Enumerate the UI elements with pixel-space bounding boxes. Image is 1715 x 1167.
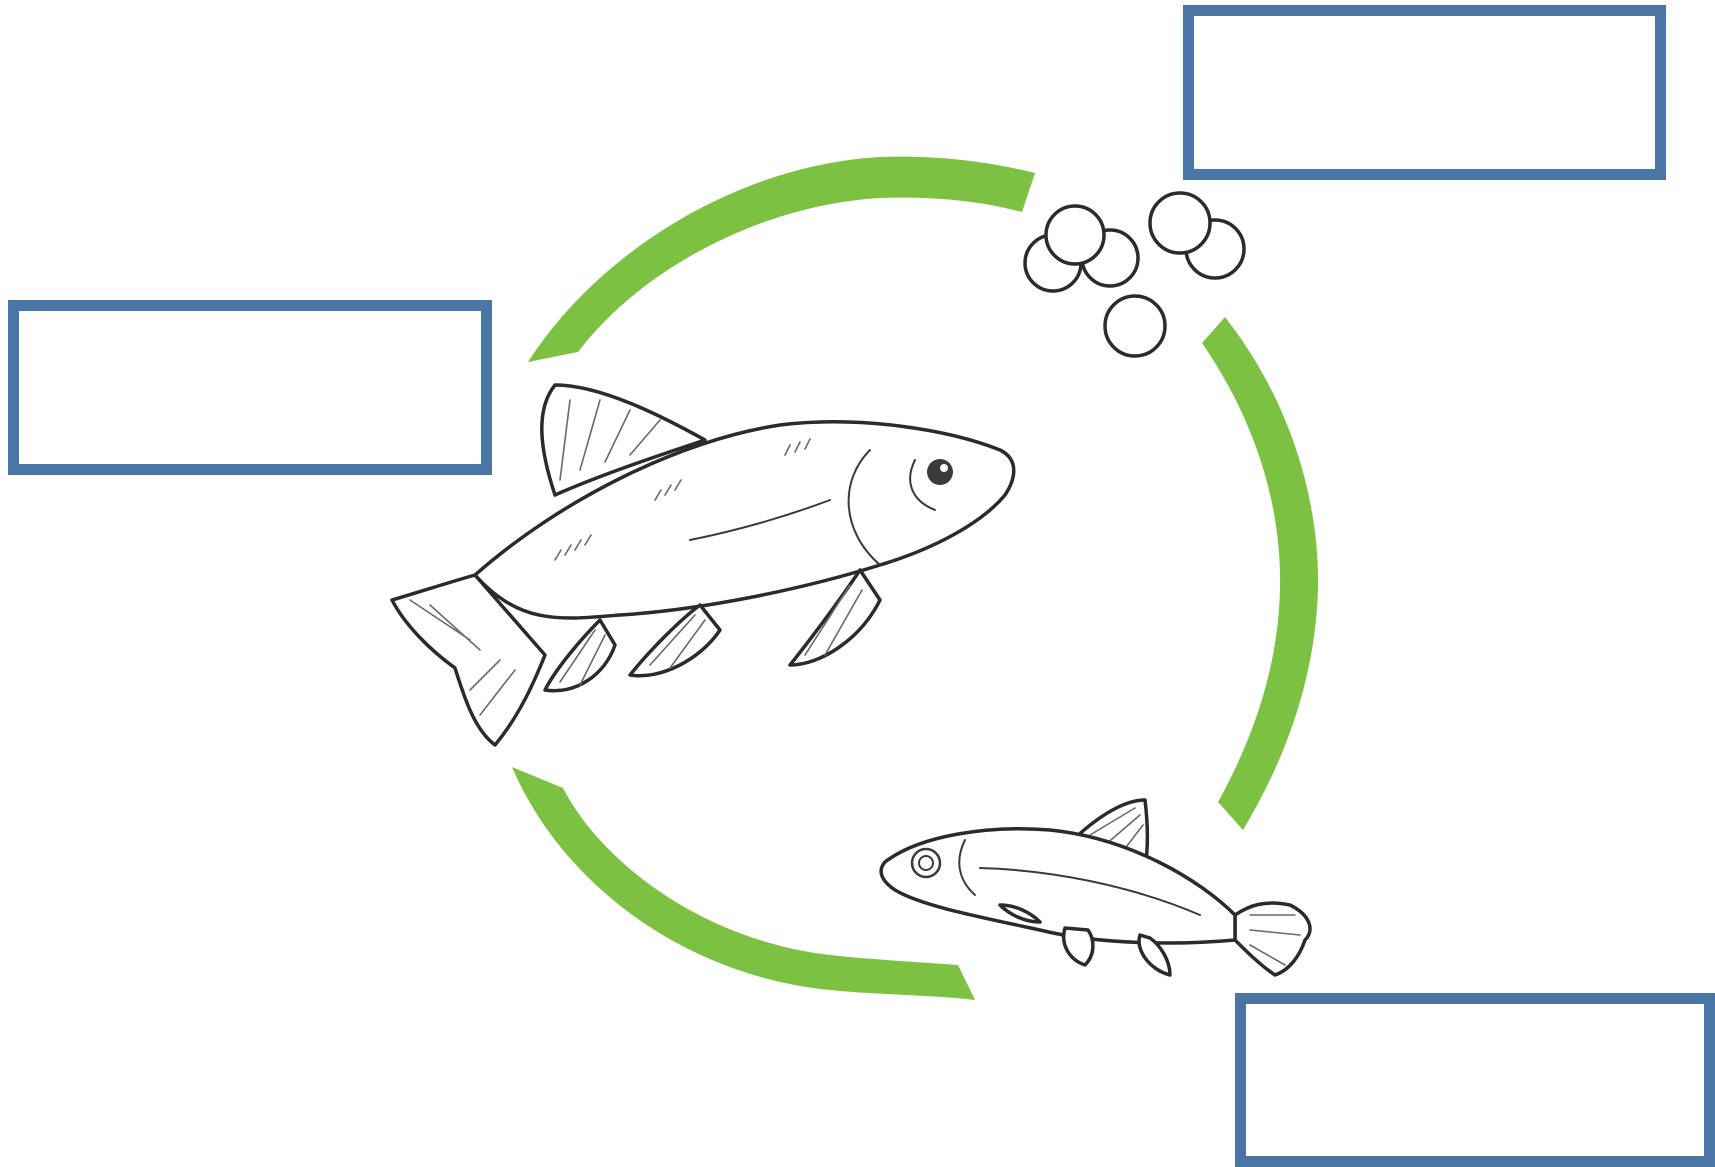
adult-fish-icon bbox=[390, 383, 1016, 747]
egg-label-box[interactable] bbox=[1183, 5, 1666, 180]
cycle-arc-right bbox=[1202, 317, 1319, 830]
young-fish-label-box[interactable] bbox=[1235, 993, 1715, 1167]
cycle-arcs bbox=[512, 156, 1319, 1000]
cycle-arc-top bbox=[528, 156, 1035, 362]
egg-cluster-icon bbox=[1023, 191, 1246, 358]
cycle-arc-bottom bbox=[512, 767, 975, 1000]
adult-fish-label-box[interactable] bbox=[8, 300, 492, 475]
young-fish-icon bbox=[879, 798, 1312, 977]
